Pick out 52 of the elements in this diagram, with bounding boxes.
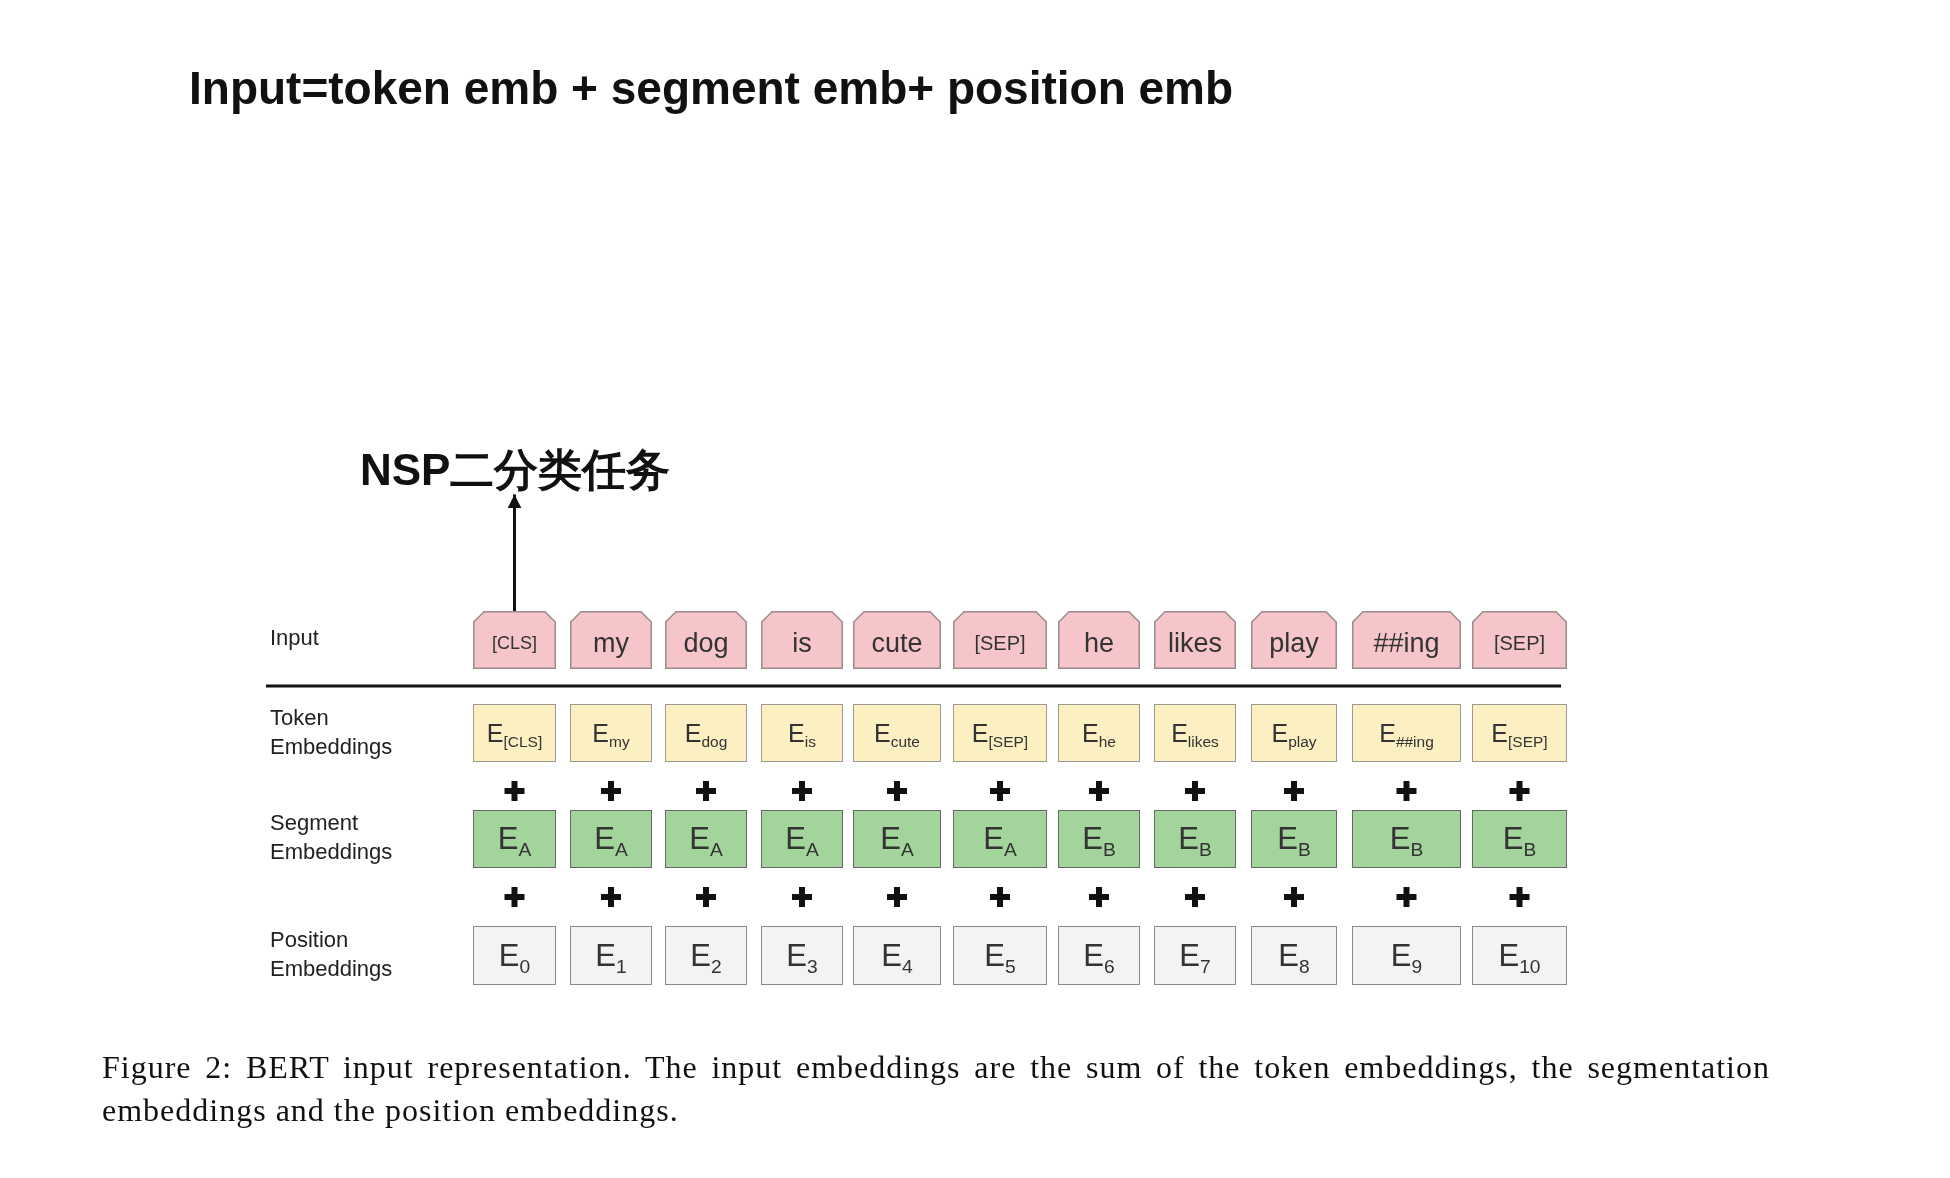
token-embedding-box: E$_{cute}$ — [853, 704, 941, 762]
input-token-box: is — [761, 611, 843, 669]
segment-embedding-box: E$_{B}$ — [1472, 810, 1567, 868]
row-label: Input — [270, 624, 319, 652]
token-embedding-box: E$_{likes}$ — [1154, 704, 1236, 762]
segment-embedding-box: E$_{A}$ — [853, 810, 941, 868]
token-embedding-box: E$_{my}$ — [570, 704, 652, 762]
position-embedding-box: E$_{8}$ — [1251, 926, 1337, 985]
segment-embedding-box: E$_{A}$ — [953, 810, 1047, 868]
input-token-box: dog — [665, 611, 747, 669]
token-embedding-box: E$_{[SEP]}$ — [1472, 704, 1567, 762]
input-token-box: [SEP] — [953, 611, 1047, 669]
position-embedding-box: E$_{3}$ — [761, 926, 843, 985]
segment-embedding-box: E$_{A}$ — [665, 810, 747, 868]
segment-embedding-box: E$_{B}$ — [1251, 810, 1337, 868]
position-embedding-box: E$_{2}$ — [665, 926, 747, 985]
token-embedding-box: E$_{is}$ — [761, 704, 843, 762]
token-embedding-box: E$_{##ing}$ — [1352, 704, 1461, 762]
input-token-box: likes — [1154, 611, 1236, 669]
input-token-box: play — [1251, 611, 1337, 669]
input-token-box: he — [1058, 611, 1140, 669]
position-embedding-box: E$_{9}$ — [1352, 926, 1461, 985]
token-embedding-box: E$_{play}$ — [1251, 704, 1337, 762]
segment-embedding-box: E$_{A}$ — [761, 810, 843, 868]
token-embedding-box: E$_{he}$ — [1058, 704, 1140, 762]
position-embedding-box: E$_{6}$ — [1058, 926, 1140, 985]
segment-embedding-box: E$_{B}$ — [1352, 810, 1461, 868]
arrow — [507, 494, 522, 611]
row-label: Segment Embeddings — [270, 809, 394, 866]
position-embedding-box: E$_{7}$ — [1154, 926, 1236, 985]
row-label: Token Embeddings — [270, 704, 394, 761]
input-token-box: my — [570, 611, 652, 669]
position-embedding-box: E$_{0}$ — [473, 926, 556, 985]
position-embedding-box: E$_{10}$ — [1472, 926, 1567, 985]
token-embedding-box: E$_{[SEP]}$ — [953, 704, 1047, 762]
segment-embedding-box: E$_{A}$ — [570, 810, 652, 868]
segment-embedding-box: E$_{A}$ — [473, 810, 556, 868]
position-embedding-box: E$_{4}$ — [853, 926, 941, 985]
input-token-box: [SEP] — [1472, 611, 1567, 669]
input-token-box: [CLS] — [473, 611, 556, 669]
position-embedding-box: E$_{5}$ — [953, 926, 1047, 985]
input-token-box: ##ing — [1352, 611, 1461, 669]
task-label: NSP二分类任务 — [360, 446, 671, 495]
figure-caption: Figure 2: BERT input representation. The input embeddings are the sum of the token embeddings, the segmentation embeddings and the position embeddings. — [102, 1048, 1770, 1130]
title: Input=token emb + segment emb+ position emb — [189, 62, 1234, 115]
token-embedding-box: E$_{dog}$ — [665, 704, 747, 762]
input-token-box: cute — [853, 611, 941, 669]
segment-embedding-box: E$_{B}$ — [1058, 810, 1140, 868]
token-embedding-box: E$_{[CLS]}$ — [473, 704, 556, 762]
row-label: Position Embeddings — [270, 926, 394, 983]
segment-embedding-box: E$_{B}$ — [1154, 810, 1236, 868]
position-embedding-box: E$_{1}$ — [570, 926, 652, 985]
